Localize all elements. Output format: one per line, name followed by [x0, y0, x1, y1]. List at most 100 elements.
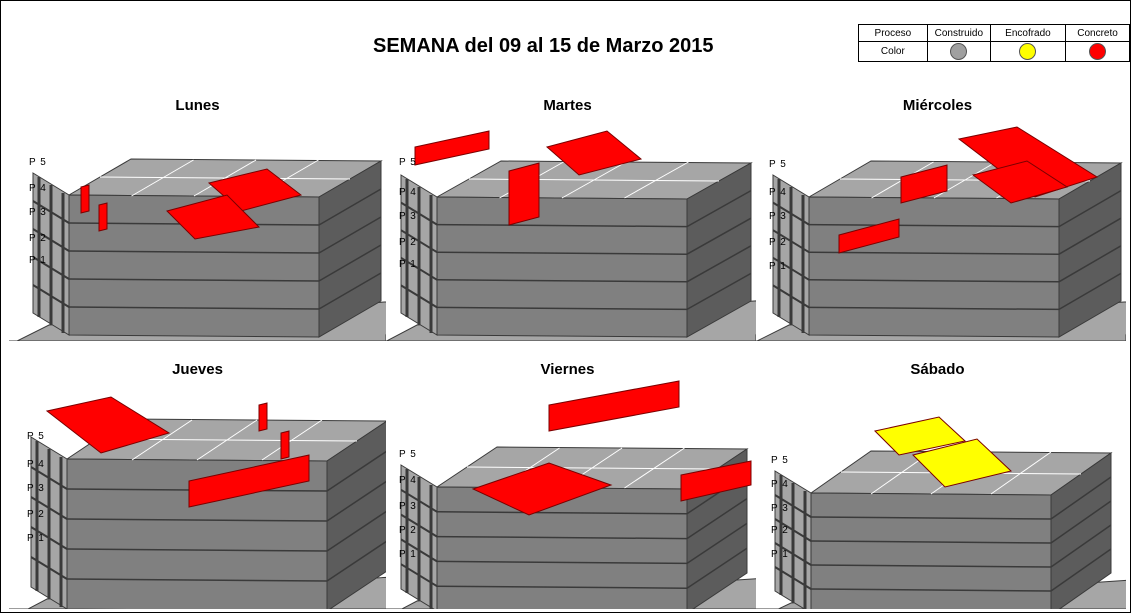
roof-grid-line	[466, 466, 718, 470]
floor-slab-edge	[686, 497, 748, 540]
legend-table: Proceso Construido Encofrado Concreto Co…	[858, 24, 1130, 62]
floor-label: P 5	[769, 159, 787, 170]
building-model	[749, 126, 1126, 341]
encofrado-swatch-icon	[1019, 43, 1037, 60]
floor-slab-edge	[436, 279, 688, 283]
floor-slab-edge	[318, 188, 382, 226]
floor-label: P 3	[399, 211, 417, 222]
floor-label: P 1	[399, 259, 417, 270]
floor-label: P 4	[29, 183, 47, 194]
floor-slab-edge	[326, 510, 386, 552]
floor-slab-edge	[686, 189, 752, 228]
page-title: SEMANA del 09 al 15 de Marzo 2015	[373, 35, 714, 57]
floor-label: P 1	[27, 533, 45, 544]
front-facade	[808, 196, 1060, 338]
side-facade	[326, 421, 386, 609]
floor-slab-edge	[66, 578, 328, 582]
floor-slab-edge	[436, 585, 688, 589]
floor-slab-edge	[686, 522, 748, 565]
formwork-slab	[912, 438, 1013, 488]
floor-slab-edge	[436, 560, 688, 565]
floor-slab-edge	[436, 223, 688, 228]
floor-slab-edge	[68, 250, 320, 254]
floor-slab-edge	[66, 518, 328, 522]
day-label: Jueves	[172, 361, 223, 378]
floor-label: P 1	[771, 549, 789, 560]
floor-label: P 4	[27, 459, 45, 470]
day-label: Lunes	[175, 97, 220, 114]
concrete-slab	[166, 194, 261, 240]
concrete-wall	[900, 164, 948, 204]
floor-label: P 1	[399, 549, 417, 560]
floor-slab-edge	[810, 540, 1052, 544]
floor-label: P 3	[399, 501, 417, 512]
legend-item-label: Encofrado	[989, 24, 1067, 42]
legend-color-row: Color	[858, 41, 1130, 62]
floor-slab-edge	[318, 216, 382, 254]
floor-label: P 5	[399, 449, 417, 460]
building-model	[379, 380, 756, 609]
floor-slab-edge	[810, 564, 1052, 568]
legend-swatch-cell	[926, 41, 991, 62]
floor-slab-edge	[810, 588, 1052, 592]
floor-slab-edge	[318, 244, 382, 282]
day-label: Martes	[543, 97, 592, 114]
floor-slab-edge	[318, 272, 382, 310]
floor-label: P 3	[769, 211, 787, 222]
floor-slab-edge	[68, 306, 320, 310]
front-facade	[810, 492, 1052, 609]
concrete-wall	[414, 130, 490, 166]
legend-swatch-cell	[989, 41, 1067, 62]
roof-grid-line	[99, 176, 351, 180]
day-label: Sábado	[910, 361, 965, 378]
concrete-wall	[680, 460, 752, 502]
floor-label: P 5	[29, 157, 47, 168]
day-panel: Viernes P 5 P 4 P 3 P 2 P 1	[379, 355, 756, 609]
legend-swatch-cell	[1065, 41, 1130, 62]
front-facade	[436, 486, 688, 609]
floor-label: P 2	[399, 525, 417, 536]
concrete-slab	[45, 396, 171, 454]
floor-label: P 3	[771, 503, 789, 514]
concrete-wall	[548, 380, 680, 432]
floor-label: P 5	[399, 157, 417, 168]
floor-slab-edge	[1050, 524, 1112, 568]
day-label: Viernes	[540, 361, 595, 378]
floor-slab-edge	[436, 306, 688, 311]
floor-slab-edge	[326, 480, 386, 522]
floor-slab-edge	[808, 251, 1060, 255]
floor-slab-edge	[1050, 476, 1112, 520]
front-facade	[436, 196, 688, 338]
floor-slab-edge	[1058, 272, 1122, 311]
floor-label: P 5	[27, 431, 45, 442]
floor-slab-edge	[1050, 500, 1112, 544]
concrete-slab	[971, 160, 1069, 204]
floor-label: P 4	[399, 475, 417, 486]
day-label: Miércoles	[902, 97, 973, 114]
concrete-wall	[188, 454, 310, 508]
floor-slab-edge	[436, 251, 688, 255]
floor-slab-edge	[686, 245, 752, 283]
concrete-wall	[508, 162, 540, 226]
floor-label: P 2	[29, 233, 47, 244]
concrete-wall	[80, 184, 90, 214]
concrete-wall	[280, 430, 290, 460]
floor-slab-edge	[686, 547, 748, 589]
legend-item-label: Concreto	[1065, 24, 1130, 42]
building-model	[379, 130, 756, 341]
concrete-wall	[98, 202, 108, 232]
floor-label: P 3	[27, 483, 45, 494]
floor-slab-edge	[68, 278, 320, 282]
floor-slab-edge	[1050, 548, 1112, 592]
floor-label: P 4	[769, 187, 787, 198]
floor-slab-edge	[808, 279, 1060, 283]
floor-slab-edge	[66, 548, 328, 552]
floor-slab-edge	[326, 450, 386, 492]
floor-slab-edge	[1058, 217, 1122, 255]
